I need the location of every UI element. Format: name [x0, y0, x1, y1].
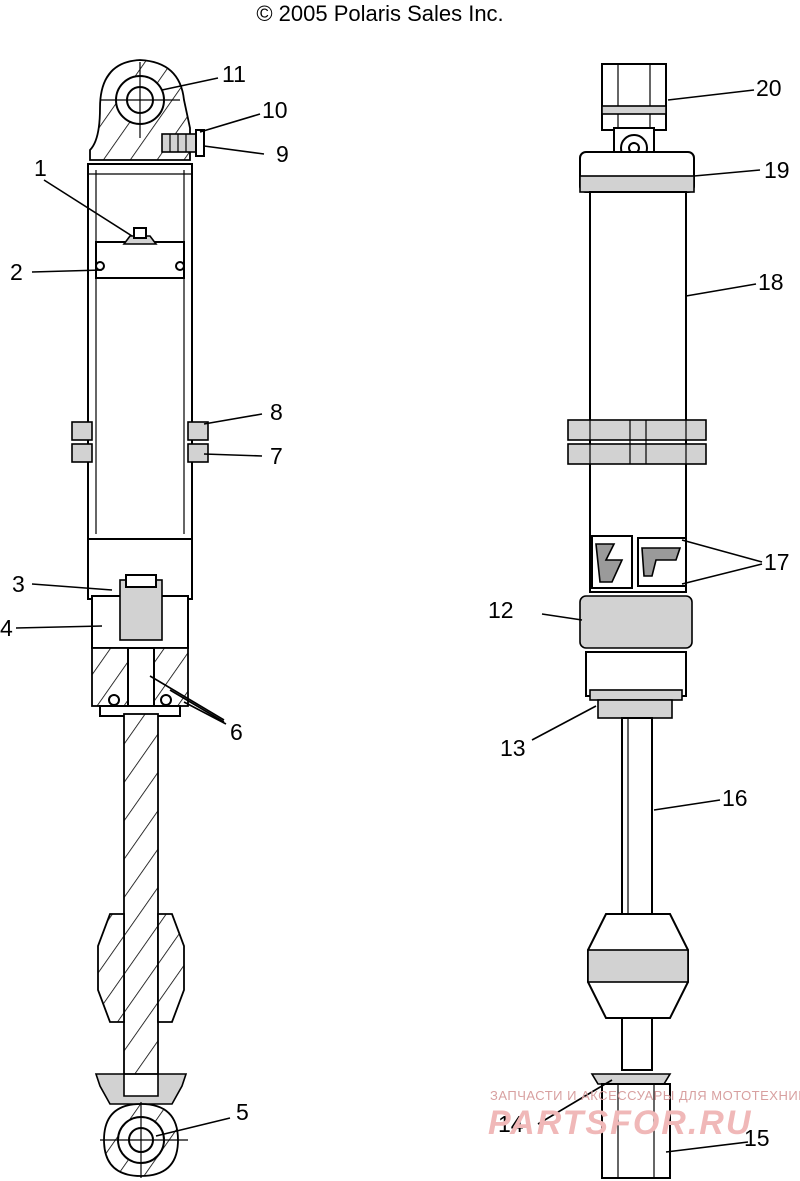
- lower-seal: [597, 699, 673, 719]
- callout-19: 19: [764, 157, 790, 183]
- callout-2: 2: [10, 259, 23, 285]
- callout-1: 1: [34, 155, 47, 181]
- exterior-view: [567, 63, 707, 1179]
- preload-ring-left-lower: [71, 443, 93, 463]
- lower-clevis: [601, 1083, 671, 1179]
- adjuster-cap: [195, 129, 205, 157]
- callout-10: 10: [262, 97, 288, 123]
- callout-18: 18: [758, 269, 784, 295]
- preload-ring-left: [71, 421, 93, 441]
- callout-12: 12: [488, 597, 514, 623]
- lower-ring: [579, 595, 693, 649]
- callout-6: 6: [230, 719, 243, 745]
- callout-4: 4: [0, 615, 13, 641]
- callout-17: 17: [764, 549, 790, 575]
- lower-washer: [590, 1073, 672, 1085]
- preload-ring-right-lower: [187, 443, 209, 463]
- callout-8: 8: [270, 399, 283, 425]
- callout-13: 13: [500, 735, 526, 761]
- lower-mount: [94, 1073, 188, 1105]
- body-exterior: [589, 191, 687, 593]
- shock-body: [87, 163, 193, 540]
- callout-11: 11: [222, 61, 246, 87]
- callout-3: 3: [12, 571, 25, 597]
- bump-stop: [97, 913, 125, 1023]
- watermark-brand: PARTSFOR.RU: [488, 1104, 752, 1142]
- callout-labels: 1 2 3 4 5 6 7 8 9 10 11 12 13 14 15 16 1…: [0, 61, 790, 1151]
- shaft-cutaway: [123, 713, 159, 1075]
- callout-15: 15: [744, 1125, 770, 1151]
- callout-20: 20: [756, 75, 782, 101]
- callout-14: 14: [498, 1111, 524, 1137]
- callout-5: 5: [236, 1099, 249, 1125]
- main-piston: [119, 579, 163, 641]
- callout-16: 16: [722, 785, 748, 811]
- watermark-tagline: ЗАПЧАСТИ И АКСЕССУАРЫ ДЛЯ МОТОТЕХНИКИ: [490, 1088, 800, 1103]
- leader-lines: [15, 77, 763, 1153]
- copyright-notice: © 2005 Polaris Sales Inc.: [256, 1, 504, 26]
- preload-ring-right: [187, 421, 209, 441]
- watermark: ЗАПЧАСТИ И АКСЕССУАРЫ ДЛЯ МОТОТЕХНИКИ PA…: [488, 1088, 800, 1142]
- shaft-exterior: [621, 717, 653, 919]
- preload-collar: [567, 419, 707, 441]
- top-clevis: [601, 63, 667, 131]
- callout-7: 7: [270, 443, 283, 469]
- floating-piston: [95, 241, 185, 279]
- callout-9: 9: [276, 141, 289, 167]
- cutaway-view: [71, 59, 209, 1178]
